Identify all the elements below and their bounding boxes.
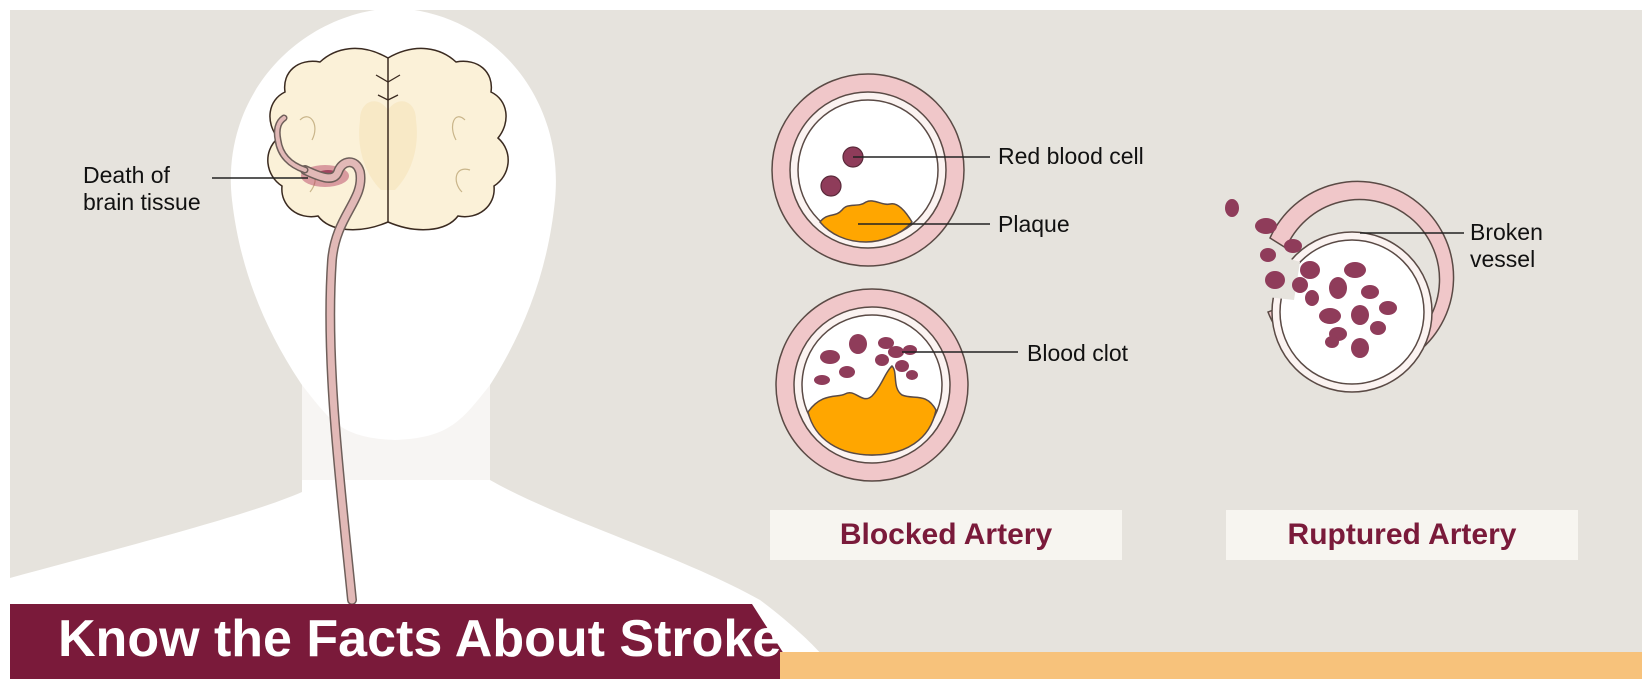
accent-strip — [780, 652, 1642, 679]
page-title: Know the Facts About Stroke — [58, 609, 781, 669]
blocked-artery-plaque — [772, 74, 964, 266]
blocked-artery-clot — [776, 289, 968, 481]
red-blood-cell-label: Red blood cell — [998, 143, 1144, 170]
ruptured-artery-caption: Ruptured Artery — [1226, 510, 1578, 560]
brain — [268, 48, 508, 229]
blocked-artery-caption: Blocked Artery — [770, 510, 1122, 560]
death-of-brain-tissue-label: Death of brain tissue — [83, 162, 201, 216]
broken-vessel-label: Broken vessel — [1470, 219, 1543, 273]
plaque-label: Plaque — [998, 211, 1070, 238]
blood-clot-label: Blood clot — [1027, 340, 1128, 367]
